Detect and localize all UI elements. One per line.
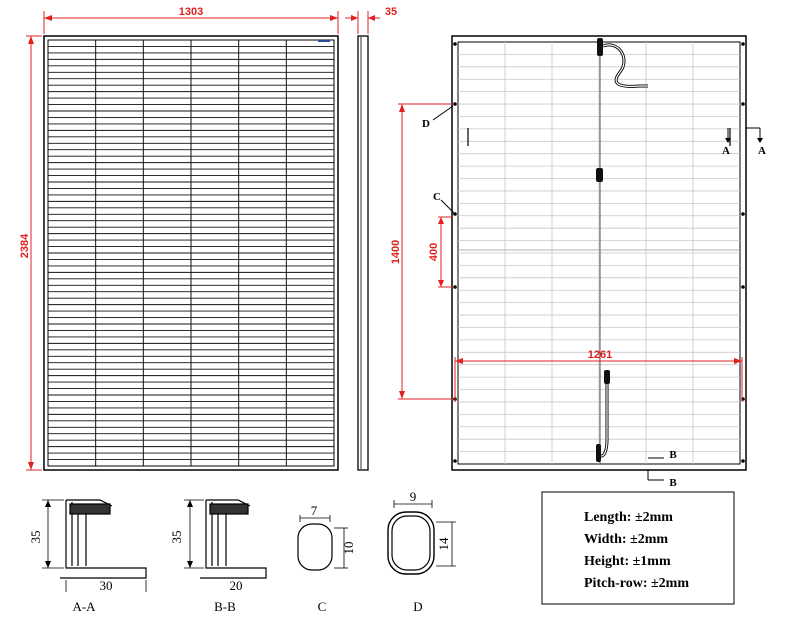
- section-bb-height: 35: [169, 531, 184, 544]
- section-a-label-left: A: [722, 145, 730, 157]
- detail-c-caption: C: [318, 599, 327, 614]
- mounting-hole-left: [453, 42, 457, 46]
- dim-400: 400: [428, 216, 453, 288]
- section-b-marker: B B: [647, 449, 677, 489]
- detail-d-width: 9: [410, 489, 417, 504]
- dim-1261-label: 1261: [588, 349, 612, 361]
- junction-box-middle: [596, 168, 603, 182]
- front-width-dimension: 1303: [43, 6, 339, 34]
- dim-1261: 1261: [454, 349, 743, 402]
- junction-box-top: [597, 38, 603, 56]
- detail-c-label: C: [433, 191, 441, 203]
- mounting-holes: [453, 42, 745, 463]
- dim-400-label: 400: [428, 243, 440, 261]
- connector-lower: [596, 444, 601, 462]
- detail-d-caption: D: [413, 599, 422, 614]
- front-cell-columns: [95, 40, 287, 466]
- front-width-label: 1303: [179, 6, 203, 18]
- section-b-label-bottom: B: [669, 477, 677, 489]
- mounting-hole-right: [741, 42, 745, 46]
- mounting-hole-right: [741, 285, 745, 289]
- section-a-marker: A A: [722, 127, 766, 157]
- section-a-label-right: A: [758, 145, 766, 157]
- back-view: [451, 35, 747, 471]
- section-bb-caption: B-B: [214, 599, 236, 614]
- detail-d: [387, 500, 456, 575]
- section-bb: [184, 499, 267, 579]
- tolerance-length: Length: ±2mm: [584, 510, 673, 525]
- detail-c-width: 7: [311, 503, 318, 518]
- tolerance-width: Width: ±2mm: [584, 532, 668, 547]
- mounting-hole-left: [453, 285, 457, 289]
- front-height-label: 2384: [19, 233, 31, 258]
- section-aa: [42, 499, 147, 592]
- front-view: [43, 35, 339, 471]
- mounting-hole-right: [741, 459, 745, 463]
- section-aa-height: 35: [28, 531, 43, 544]
- detail-d-label: D: [422, 118, 430, 130]
- detail-d-callout: D: [422, 105, 454, 130]
- detail-c-height: 10: [341, 542, 356, 555]
- side-view: 35: [345, 6, 397, 471]
- tolerance-pitch-row: Pitch-row: ±2mm: [584, 576, 689, 591]
- back-cell-columns: [504, 42, 694, 464]
- front-height-dimension: 2384: [19, 35, 42, 471]
- side-thickness-label: 35: [385, 6, 397, 18]
- mounting-hole-left: [453, 459, 457, 463]
- detail-d-height: 14: [436, 537, 451, 551]
- detail-c: [297, 515, 348, 571]
- mounting-hole-left: [453, 102, 457, 106]
- dim-1400-label: 1400: [390, 240, 402, 264]
- section-aa-width: 30: [100, 578, 113, 593]
- dim-1400: 1400: [390, 103, 453, 400]
- detail-c-callout: C: [433, 191, 456, 215]
- section-bb-width: 20: [230, 578, 243, 593]
- section-aa-caption: A-A: [72, 599, 96, 614]
- side-frame: [357, 35, 369, 471]
- tolerance-box: Length: ±2mm Width: ±2mm Height: ±1mm Pi…: [541, 491, 735, 605]
- junction-box-lower: [604, 370, 610, 384]
- tolerance-height: Height: ±1mm: [584, 554, 671, 569]
- mounting-hole-right: [741, 102, 745, 106]
- mounting-hole-right: [741, 212, 745, 216]
- section-b-label-top: B: [669, 449, 677, 461]
